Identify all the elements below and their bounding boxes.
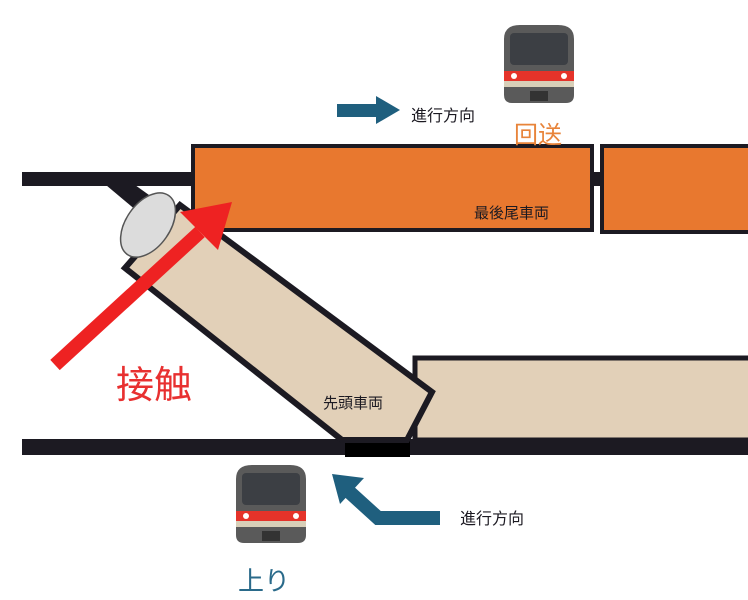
train-icon-bottom [236, 465, 306, 543]
lead-car-label: 先頭車両 [323, 394, 383, 412]
inbound-label: 上り [238, 567, 290, 597]
out-of-service-label: 回送 [514, 121, 562, 149]
right-arrow-icon [337, 96, 400, 124]
up-left-arrow-icon [332, 474, 440, 525]
second-beige-car [412, 355, 748, 443]
contact-arrow-head [180, 202, 232, 250]
next-orange-car [600, 144, 748, 234]
direction-label-bottom: 進行方向 [460, 509, 524, 528]
last-car-label: 最後尾車両 [474, 204, 549, 222]
contact-label: 接触 [116, 363, 192, 407]
contact-arrow-shaft [50, 226, 205, 371]
car-end-cap [119, 192, 177, 258]
direction-label-top: 進行方向 [411, 106, 475, 125]
last-car [191, 144, 594, 232]
train-icon-top [504, 25, 574, 103]
